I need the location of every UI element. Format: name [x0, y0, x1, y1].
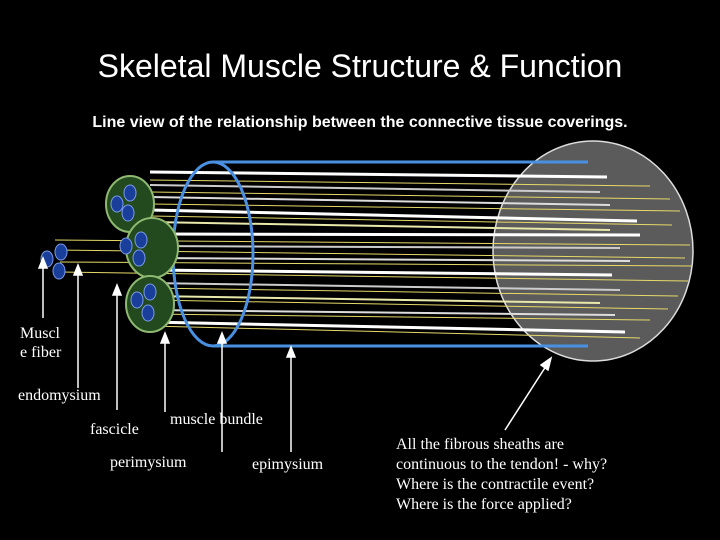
note-line-2: continuous to the tendon! - why? [396, 456, 608, 473]
label-muscle-fiber-line2: e fiber [20, 344, 62, 361]
label-perimysium: perimysium [110, 454, 187, 471]
fiber-lines [54, 179, 693, 339]
note-text: All the fibrous sheaths are continuous t… [396, 435, 607, 515]
pointer-arrows [37, 255, 553, 452]
label-epimysium: epimysium [252, 456, 324, 473]
label-fascicle: fascicle [90, 421, 139, 438]
label-muscle-fiber-line1: Muscl [20, 325, 60, 342]
slide-subtitle: Line view of the relationship between th… [92, 114, 628, 131]
fascicle-lines [149, 170, 641, 334]
epimysium-outline [171, 160, 588, 348]
slide-title: Skeletal Muscle Structure & Function [97, 48, 623, 84]
tendon-ellipse [492, 140, 694, 362]
note-line-4: Where is the force applied? [396, 496, 572, 513]
note-line-1: All the fibrous sheaths are [396, 436, 564, 453]
label-muscle-fiber: Muscl e fiber [20, 324, 61, 362]
label-muscle-bundle: muscle bundle [170, 411, 263, 428]
note-line-3: Where is the contractile event? [396, 476, 595, 493]
label-endomysium: endomysium [18, 387, 101, 404]
